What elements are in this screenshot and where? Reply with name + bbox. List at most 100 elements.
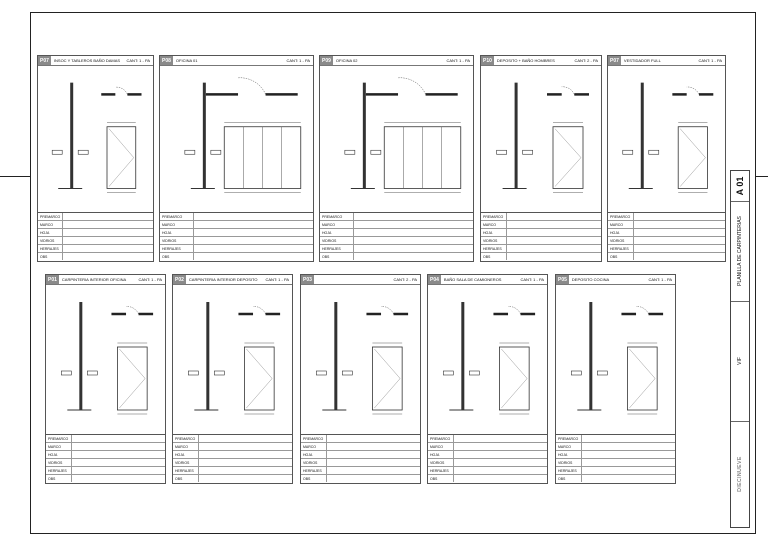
door-code: P10	[481, 56, 494, 65]
door-title: OFICINA 02	[335, 58, 358, 63]
spec-row: MARCO	[608, 221, 725, 229]
spec-row: PREMARCO	[556, 435, 675, 443]
detail-tag	[648, 149, 660, 155]
detail-tag	[188, 370, 199, 376]
spec-label: HOJA	[38, 229, 64, 236]
spec-row: PREMARCO	[38, 213, 153, 221]
spec-label: HOJA	[428, 451, 455, 458]
door-code: P09	[320, 56, 333, 65]
sheet-title: PLANILLA DE CARPINTERIAS	[737, 216, 743, 286]
spec-label: HOJA	[160, 229, 194, 236]
door-code: P02	[173, 275, 186, 284]
spec-row: HERRAJES	[481, 245, 601, 253]
spec-label: VIDRIOS	[160, 237, 194, 244]
door-drawing	[344, 77, 462, 193]
spec-row: PREMARCO	[160, 213, 313, 221]
spec-row: VIDRIOS	[160, 237, 313, 245]
spec-row: VIDRIOS	[481, 237, 601, 245]
spec-row: HERRAJES	[556, 467, 675, 475]
door-title: DEPOSITO + BAÑO HOMBRES	[496, 58, 555, 63]
spec-row: VIDRIOS	[301, 459, 420, 467]
section-wall	[640, 82, 644, 189]
spec-label: MARCO	[301, 443, 328, 450]
spec-row: MARCO	[481, 221, 601, 229]
section-wall	[70, 82, 74, 189]
door-swing-arc	[508, 306, 521, 315]
spec-row: PREMARCO	[481, 213, 601, 221]
opening-line	[680, 128, 706, 158]
spec-label: VIDRIOS	[556, 459, 583, 466]
spec-label: VIDRIOS	[428, 459, 455, 466]
section-wall	[461, 302, 465, 410]
door-drawing	[316, 302, 409, 415]
door-swing-arc	[238, 77, 266, 95]
fold-mark	[0, 176, 30, 177]
spec-label: VIDRIOS	[481, 237, 508, 244]
spec-row: MARCO	[160, 221, 313, 229]
opening-line	[108, 157, 134, 187]
brand-logo: DIECINUEVE	[737, 456, 743, 492]
spec-row: PREMARCO	[46, 435, 165, 443]
spec-label: PREMARCO	[320, 213, 354, 220]
spec-label: PREMARCO	[38, 213, 64, 220]
spec-label: OBS	[320, 253, 354, 260]
spec-row: PREMARCO	[428, 435, 547, 443]
detail-tag	[370, 149, 382, 155]
detail-tag	[597, 370, 608, 376]
spec-label: HERRAJES	[320, 245, 354, 252]
door-title: CARPINTERIA INTERIOR OFICINA	[61, 277, 127, 282]
door-drawing	[443, 302, 536, 415]
detail-tag	[344, 149, 356, 155]
door-quantity: CANT: 2 - PA	[393, 277, 418, 282]
door-swing-arc	[561, 86, 575, 95]
door-quantity: CANT: 1 - PA	[698, 58, 723, 63]
spec-label: HERRAJES	[608, 245, 634, 252]
spec-row: HERRAJES	[38, 245, 153, 253]
spec-label: HOJA	[320, 229, 354, 236]
opening-line	[246, 348, 273, 379]
detail-tag	[496, 149, 507, 155]
spec-label: HERRAJES	[46, 467, 73, 474]
spec-row: HERRAJES	[46, 467, 165, 475]
spec-row: MARCO	[320, 221, 473, 229]
door-title: INSOC Y TABLEROS BAÑO DAMAS	[53, 58, 121, 63]
spec-row: OBS	[301, 475, 420, 482]
spec-row: OBS	[320, 253, 473, 260]
opening-line	[119, 378, 146, 409]
door-drawing	[51, 82, 142, 193]
spec-label: MARCO	[173, 443, 200, 450]
spec-row: HOJA	[301, 451, 420, 459]
spec-row: HOJA	[556, 451, 675, 459]
opening-line	[119, 348, 146, 379]
spec-label: PREMARCO	[173, 435, 200, 442]
door-swing-arc	[115, 86, 128, 95]
door-title: BAÑO SALA DE CAMIONEROS	[443, 277, 502, 282]
spec-label: OBS	[556, 475, 583, 482]
spec-row: MARCO	[556, 443, 675, 451]
spec-label: VIDRIOS	[38, 237, 64, 244]
spec-row: HOJA	[173, 451, 292, 459]
spec-row: MARCO	[38, 221, 153, 229]
spec-label: PREMARCO	[556, 435, 583, 442]
opening-line	[680, 157, 706, 187]
spec-label: MARCO	[428, 443, 455, 450]
door-code: P07	[38, 56, 51, 65]
spec-label: OBS	[608, 253, 634, 260]
spec-row: OBS	[46, 475, 165, 482]
